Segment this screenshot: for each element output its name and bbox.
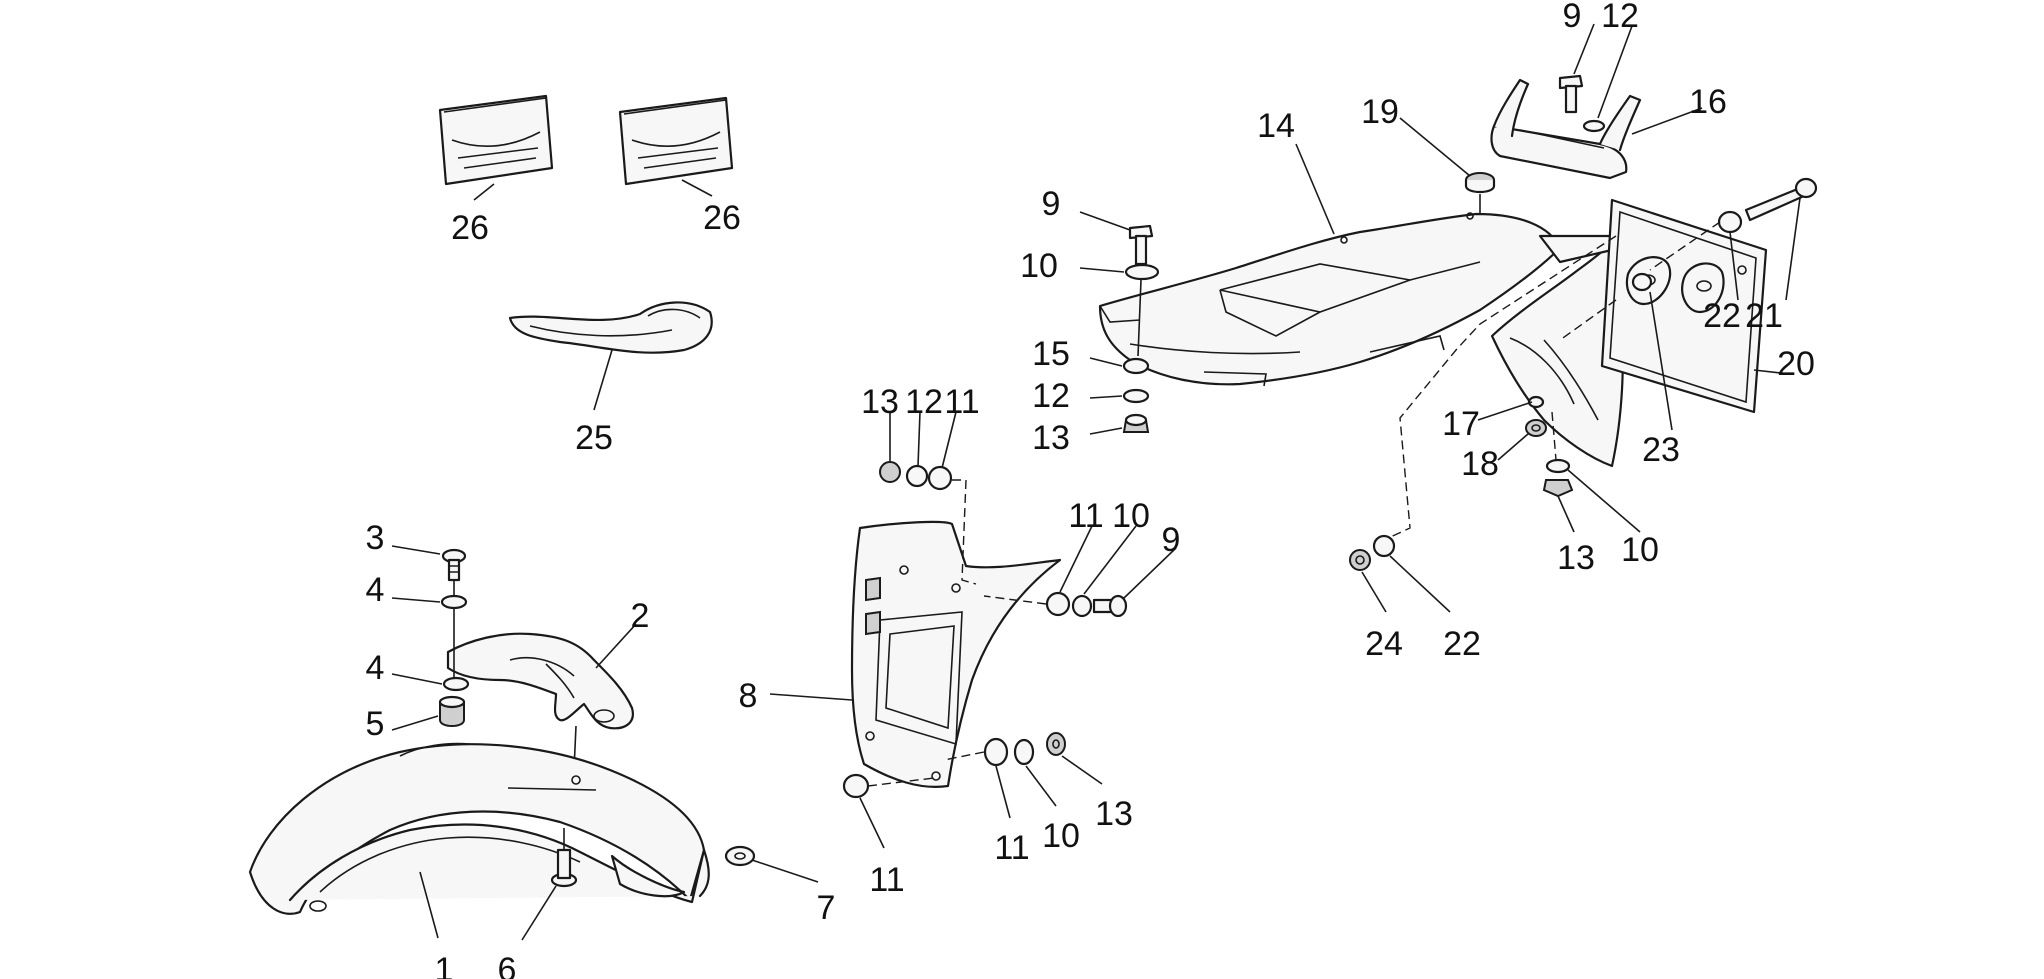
callout-c8: 8 — [739, 677, 758, 715]
callout-c4a: 4 — [366, 571, 385, 609]
clip-7 — [724, 845, 756, 867]
callout-c20: 20 — [1777, 345, 1815, 383]
callout-c6: 6 — [498, 951, 517, 979]
callout-c9c: 9 — [1563, 0, 1582, 35]
callout-c12a: 12 — [905, 383, 943, 421]
callout-c12c: 12 — [1601, 0, 1639, 35]
callout-c9a: 9 — [1162, 521, 1181, 559]
callout-c11c: 11 — [994, 829, 1029, 867]
grommet-17 — [1527, 395, 1545, 409]
screw-21 — [1744, 177, 1818, 222]
callout-c10a: 10 — [1112, 497, 1150, 535]
nut-13-left — [1122, 413, 1150, 433]
seat-pad — [508, 301, 713, 354]
washer-22-right — [1717, 210, 1743, 234]
washer-12-top-right — [1582, 119, 1606, 133]
screw-3 — [441, 548, 467, 582]
washer-22-lower — [1372, 534, 1396, 558]
spacer-11-top — [927, 465, 953, 491]
callout-c11d: 11 — [869, 861, 904, 899]
callout-c13b: 13 — [1095, 795, 1133, 833]
callout-c16: 16 — [1689, 83, 1727, 121]
callout-c2: 2 — [631, 597, 650, 635]
washer-4b — [442, 676, 470, 692]
screw-9-left — [1128, 224, 1154, 266]
callout-c1: 1 — [435, 951, 454, 979]
callout-c25: 25 — [575, 419, 613, 457]
badge-left — [438, 94, 554, 186]
callout-c11a: 11 — [944, 383, 979, 421]
screw-6 — [550, 848, 578, 888]
washer-12-left — [1122, 388, 1150, 404]
license-plate-holder — [1600, 198, 1768, 414]
spacer-11-right — [1045, 591, 1071, 617]
washer-4a — [440, 594, 468, 610]
nut-24 — [1349, 549, 1371, 571]
callout-c7: 7 — [817, 889, 836, 927]
callout-c24: 24 — [1365, 625, 1403, 663]
spacer-5 — [438, 695, 466, 727]
callout-c17: 17 — [1442, 405, 1480, 443]
callout-c14: 14 — [1257, 107, 1295, 145]
callout-c19: 19 — [1361, 93, 1399, 131]
nut-13-lower — [1046, 732, 1066, 756]
callout-c15: 15 — [1032, 335, 1070, 373]
nut-18 — [1525, 419, 1547, 437]
washer-10-left — [1124, 263, 1160, 281]
side-panel — [850, 520, 1062, 788]
callout-c26b: 26 — [703, 199, 741, 237]
callout-c23: 23 — [1642, 431, 1680, 469]
callout-c13d: 13 — [1557, 539, 1595, 577]
fender-bracket — [446, 632, 634, 730]
callout-c5: 5 — [366, 705, 385, 743]
callout-c10b: 10 — [1042, 817, 1080, 855]
callout-c21: 21 — [1745, 297, 1783, 335]
badge-right — [618, 96, 734, 186]
callout-c13c: 13 — [1032, 419, 1070, 457]
spacer-11-bottom — [842, 773, 870, 799]
callout-c22b: 22 — [1443, 625, 1481, 663]
callout-c10d: 10 — [1621, 531, 1659, 569]
washer-10-lower — [1013, 738, 1035, 766]
washer-10-right — [1071, 594, 1093, 618]
washer-12-top — [905, 464, 929, 488]
grommet-15 — [1122, 357, 1150, 375]
rear-mudguard-extension — [1490, 234, 1624, 468]
callout-c10c: 10 — [1020, 247, 1058, 285]
nut-13-top — [879, 461, 901, 483]
washer-10-rear — [1545, 458, 1571, 474]
callout-c26a: 26 — [451, 209, 489, 247]
nut-13-rear — [1542, 479, 1574, 498]
spacer-11-lower — [983, 737, 1009, 767]
callout-c12b: 12 — [1032, 377, 1070, 415]
callout-c4b: 4 — [366, 649, 385, 687]
rear-undertray — [1098, 212, 1562, 387]
callout-c13a: 13 — [861, 383, 899, 421]
screw-9-right — [1092, 594, 1128, 618]
callout-c3: 3 — [366, 519, 385, 557]
grommet-19 — [1464, 172, 1496, 214]
callout-c18: 18 — [1461, 445, 1499, 483]
top-bracket — [1490, 78, 1642, 180]
callout-c9b: 9 — [1042, 185, 1061, 223]
front-fender — [248, 742, 710, 915]
washer-23 — [1631, 272, 1653, 292]
callout-c22a: 22 — [1703, 297, 1741, 335]
screw-9-top — [1558, 74, 1584, 114]
callout-c11b: 11 — [1068, 497, 1103, 535]
